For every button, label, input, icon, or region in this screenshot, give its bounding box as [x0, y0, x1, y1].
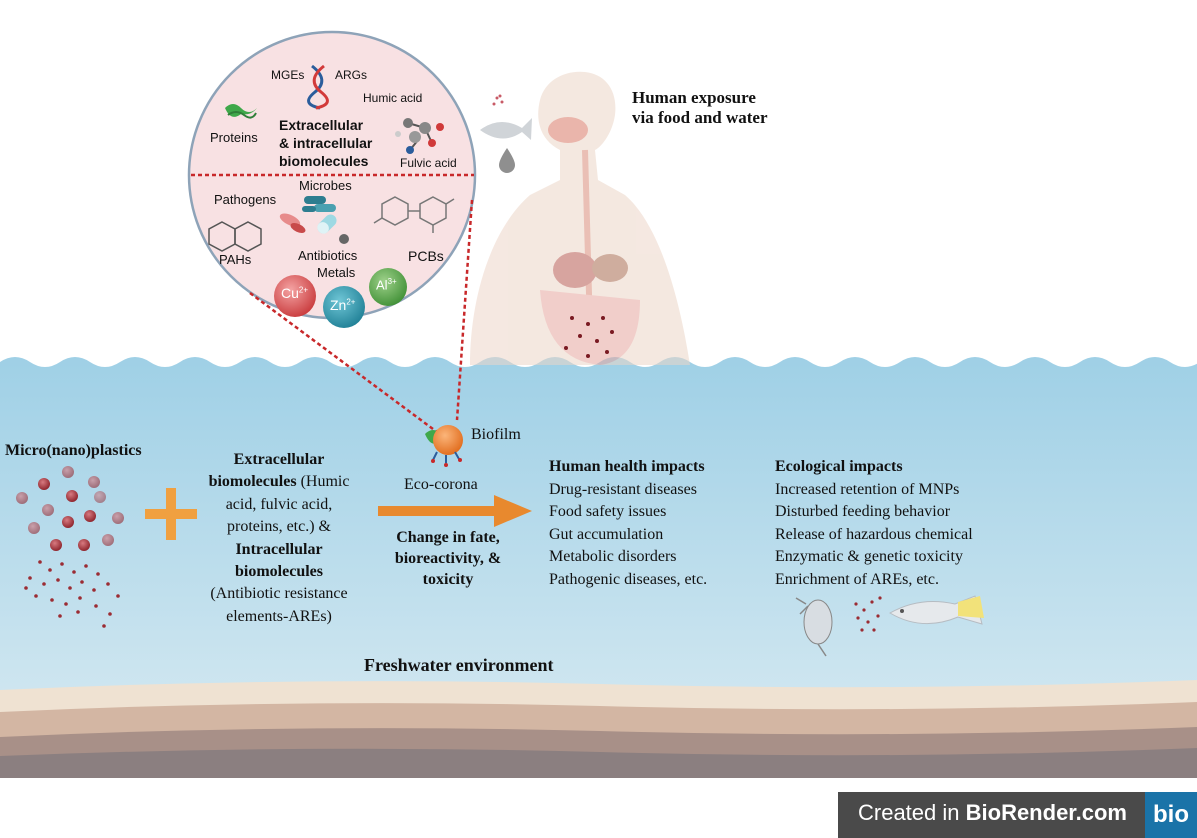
- args-label: ARGs: [335, 68, 368, 82]
- microplastic-specks-icon: [492, 94, 504, 106]
- microbes-label: Microbes: [299, 178, 352, 193]
- zn-ion-symbol: Zn: [330, 297, 347, 313]
- ecological-impacts: Ecological impacts Increased retention o…: [775, 456, 973, 591]
- human-health-item: Pathogenic diseases, etc.: [549, 570, 708, 588]
- sediment-layer-4: [0, 748, 1197, 778]
- zn-ion-icon: [323, 286, 365, 328]
- biomolecules-line-3: acid, fulvic acid,: [225, 495, 333, 513]
- plus-icon: [145, 488, 197, 540]
- biofilm-label: Biofilm: [471, 426, 521, 443]
- humic-acid-label: Humic acid: [363, 91, 423, 105]
- microbes-icon: [302, 196, 336, 212]
- ecological-item: Release of hazardous chemical: [775, 525, 973, 543]
- biorender-badge[interactable]: Created in BioRender.com bio: [838, 792, 1197, 838]
- human-body-illustration: [470, 71, 690, 365]
- zn-ion-label: Zn2+: [330, 297, 355, 313]
- al-ion-label: Al3+: [376, 277, 397, 292]
- microplastic-particles: [16, 466, 124, 551]
- badge-prefix: Created in: [858, 800, 966, 825]
- eco-corona-label: Eco-corona: [404, 476, 478, 493]
- human-health-item: Gut accumulation: [549, 525, 664, 543]
- mnp-title: Micro(nano)plastics: [5, 442, 142, 459]
- antibiotic-capsule-icon: [317, 214, 349, 244]
- zoom-title-line-2: & intracellular: [279, 135, 373, 151]
- pathogens-label: Pathogens: [214, 192, 277, 207]
- proteins-label: Proteins: [210, 130, 258, 145]
- pathogen-icon: [279, 213, 306, 233]
- zoom-title-line-3: biomolecules: [279, 153, 369, 169]
- pahs-label: PAHs: [219, 252, 252, 267]
- biomolecules-line-4: proteins, etc.) &: [227, 518, 331, 536]
- eco-corona-particle: [425, 425, 463, 467]
- biomolecules-line-6: biomolecules: [235, 563, 323, 581]
- al-ion-symbol: Al: [376, 277, 388, 293]
- biorender-logo-icon: bio: [1145, 792, 1197, 838]
- daphnia-icon: [795, 597, 833, 657]
- biomolecules-line-8: elements-AREs): [226, 607, 332, 625]
- fish-eco-icon: [889, 595, 984, 625]
- change-in-fate-label: Change in fate, bioreactivity, & toxicit…: [376, 527, 520, 590]
- ecological-item: Enrichment of AREs, etc.: [775, 570, 939, 588]
- water-drop-icon: [499, 148, 515, 173]
- biorender-credit: Created in BioRender.com: [858, 800, 1127, 826]
- connector-line-right: [455, 199, 474, 421]
- pah-molecule-icon: [208, 221, 262, 252]
- zoom-title-line-1: Extracellular: [279, 117, 364, 133]
- human-health-item: Metabolic disorders: [549, 548, 677, 565]
- biomolecules-line-1: Extracellular: [233, 451, 325, 468]
- cu-ion-icon: [274, 275, 316, 317]
- freshwater-environment-label: Freshwater environment: [364, 655, 554, 675]
- change-line-1: Change in fate,: [396, 529, 500, 546]
- ecological-title: Ecological impacts: [775, 458, 903, 475]
- pcbs-label: PCBs: [408, 248, 444, 264]
- fish-icon: [480, 118, 532, 140]
- biomolecules-line-5: Intracellular: [235, 540, 323, 558]
- metals-label: Metals: [317, 265, 356, 280]
- human-health-item: Food safety issues: [549, 503, 667, 520]
- biomolecules-line-2-bold: biomolecules: [208, 473, 297, 491]
- human-exposure-line-1: Human exposure: [632, 88, 756, 107]
- biomolecules-text: Extracellular biomolecules (Humic acid, …: [193, 449, 365, 628]
- protein-icon: [225, 104, 257, 119]
- biomolecules-line-2: biomolecules (Humic: [193, 471, 365, 493]
- eco-microplastic-specks: [854, 596, 882, 632]
- ecological-item: Increased retention of MNPs: [775, 480, 960, 498]
- biomolecules-line-7: (Antibiotic resistance: [210, 585, 348, 603]
- al-ion-charge: 3+: [387, 277, 397, 286]
- human-exposure-line-2: via food and water: [632, 108, 768, 127]
- human-health-impacts: Human health impacts Drug-resistant dise…: [549, 456, 707, 591]
- cu-ion-symbol: Cu: [281, 285, 299, 301]
- human-health-item: Drug-resistant diseases: [549, 480, 697, 498]
- change-line-3: toxicity: [422, 571, 474, 588]
- mges-label: MGEs: [271, 68, 305, 82]
- cu-ion-charge: 2+: [298, 285, 309, 295]
- human-health-title: Human health impacts: [549, 458, 705, 475]
- antibiotics-label: Antibiotics: [298, 248, 358, 263]
- dna-icon: [307, 64, 329, 110]
- human-exposure-label: Human exposure via food and water: [632, 88, 768, 128]
- connector-line-left: [249, 291, 438, 434]
- ecological-item: Enzymatic & genetic toxicity: [775, 548, 963, 565]
- change-line-2: bioreactivity, &: [394, 550, 502, 567]
- gut-microplastics: [564, 316, 614, 358]
- cu-ion-label: Cu2+: [281, 285, 308, 301]
- biomolecules-line-2-rest: (Humic: [296, 473, 350, 491]
- badge-brand: BioRender.com: [965, 800, 1127, 825]
- humic-molecule-icon: [395, 118, 444, 154]
- process-arrow: [378, 495, 532, 527]
- pcb-molecule-icon: [373, 196, 455, 233]
- nanoplastic-specks: [24, 560, 120, 628]
- ecological-item: Disturbed feeding behavior: [775, 503, 951, 520]
- al-ion-icon: [369, 268, 407, 306]
- zn-ion-charge: 2+: [346, 297, 356, 307]
- fulvic-acid-label: Fulvic acid: [400, 156, 457, 170]
